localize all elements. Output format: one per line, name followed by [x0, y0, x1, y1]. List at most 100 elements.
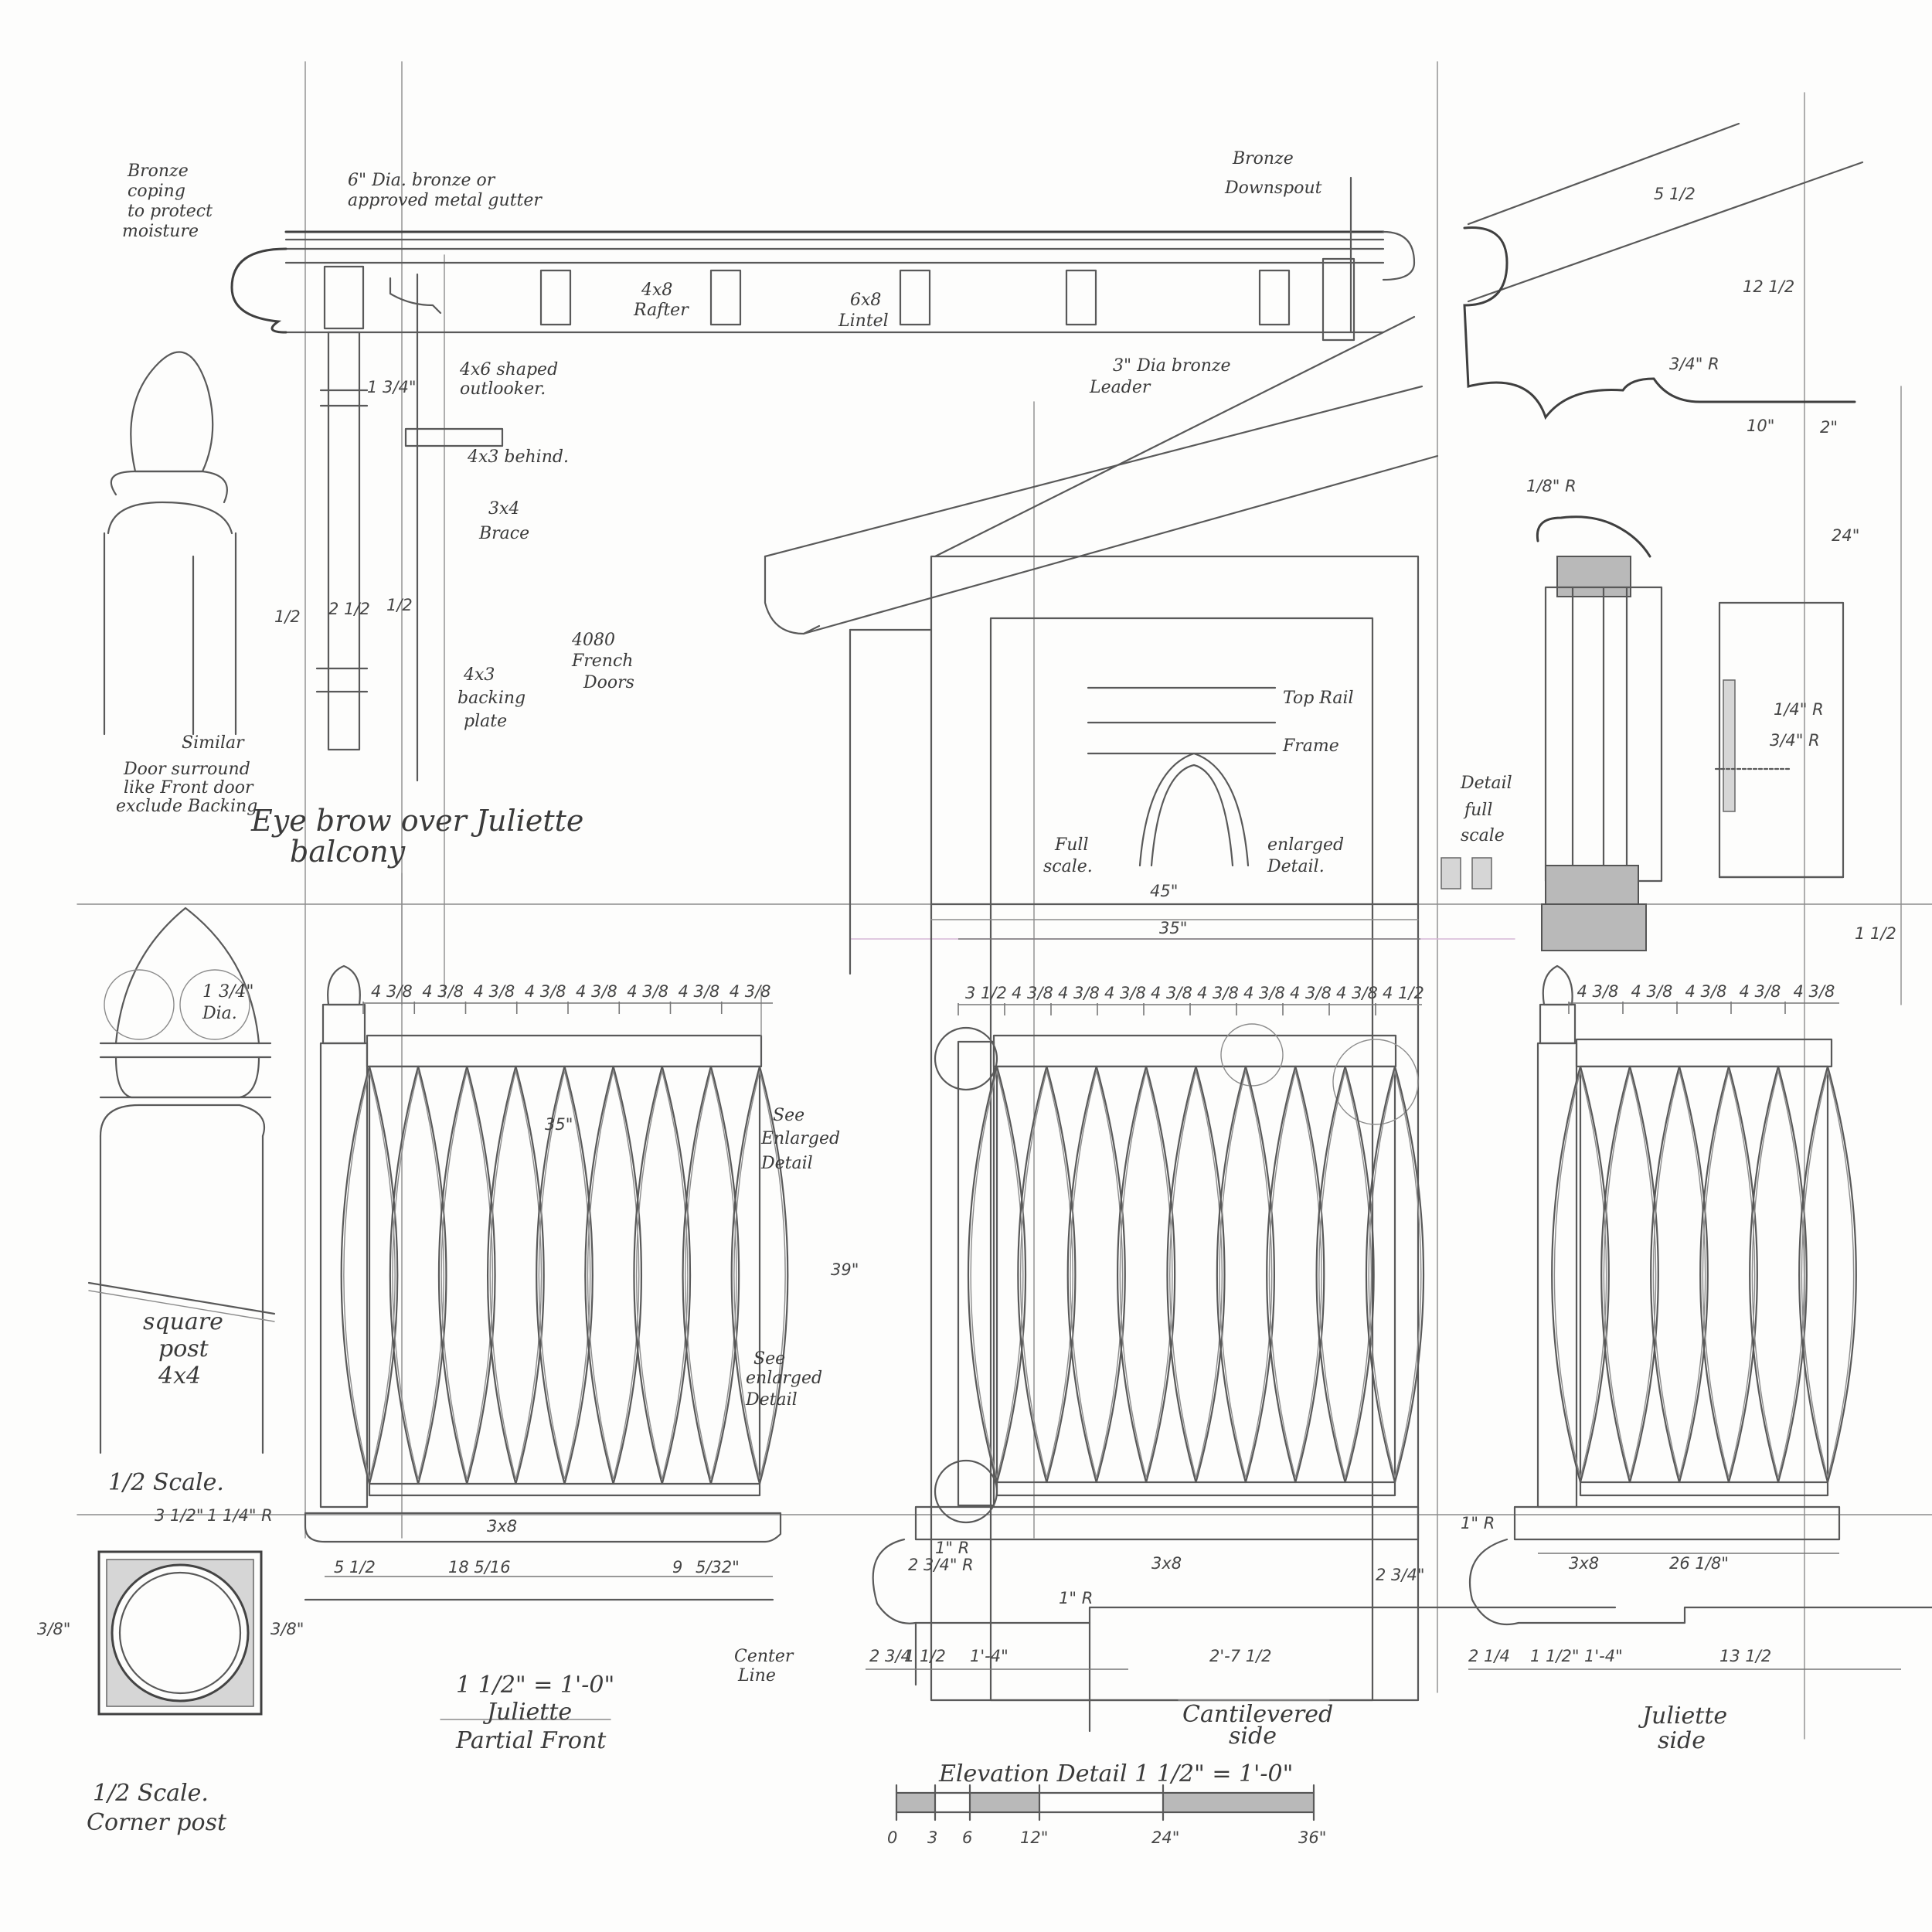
note-bronze-coping-3: to protect — [128, 202, 213, 221]
dim-radius-1: 1" R — [935, 1539, 969, 1557]
dim-bottom-left-2: 18 5/16 — [448, 1558, 511, 1577]
note-backing-1: 4x3 — [463, 665, 495, 685]
railing-oval-inner — [1801, 1070, 1855, 1478]
railing-oval — [1650, 1065, 1709, 1484]
dim-width-35-a: 35" — [545, 1115, 573, 1134]
dim-fr-8: 3/4" R — [1770, 731, 1820, 750]
note-full-scale-2: scale. — [1043, 857, 1093, 876]
finial-post-sketch — [103, 351, 237, 736]
title-juliette-side-2: side — [1658, 1727, 1706, 1754]
dim-rail-mid-7: 4 3/8 — [1290, 984, 1332, 1002]
railing-oval — [389, 1065, 447, 1485]
top-notes: Bronze coping to protect moisture 6" Dia… — [116, 149, 1322, 869]
dim-3x8-a: 3x8 — [487, 1517, 517, 1536]
dim-fr-5: 2" — [1820, 418, 1838, 437]
railing-oval — [1117, 1065, 1176, 1484]
note-bronze-coping-2: coping — [128, 182, 185, 201]
dim-rail-mid-5: 4 3/8 — [1197, 984, 1239, 1002]
note-leader-2: Leader — [1089, 378, 1151, 397]
railing-oval-inner — [1702, 1070, 1756, 1478]
eyebrow-post — [315, 273, 419, 782]
dim-width-35-b: 35" — [1159, 919, 1187, 937]
dim-bottom-right-3: 1'-4" — [1584, 1647, 1623, 1665]
dim-lines — [325, 938, 1901, 1670]
note-square-post-3: 4x4 — [158, 1362, 201, 1389]
dim-height-24: 24" — [1832, 526, 1859, 545]
scale-bar-labels: 0 3 6 12" 24" 36" — [887, 1828, 1326, 1847]
dim-rail-mid-3: 4 3/8 — [1104, 984, 1146, 1002]
construction-lines — [77, 61, 1932, 1740]
note-dia-2: Dia. — [202, 1004, 237, 1023]
dim-bottom-mid-1: 2 3/4 — [869, 1647, 911, 1665]
railing-oval-inner — [343, 1070, 396, 1480]
note-gutter-2: approved metal gutter — [348, 191, 543, 210]
note-french-doors-3: Doors — [583, 673, 634, 692]
railing-ovals-left — [340, 1065, 789, 1485]
railing-oval-inner — [1169, 1070, 1223, 1478]
note-leader-1: 3" Dia bronze — [1113, 356, 1231, 376]
dim-left-post-2: 2 1/2 — [328, 600, 370, 618]
dim-bottom-right-4: 13 1/2 — [1719, 1647, 1771, 1665]
note-square-post-1: square — [143, 1308, 223, 1335]
railing-oval-inner — [635, 1070, 689, 1480]
railing-oval-inner — [392, 1070, 444, 1480]
note-see-enlarged-2c: Detail — [745, 1390, 798, 1410]
eave-section — [230, 176, 1416, 447]
dim-rail-left-0: 4 3/8 — [371, 982, 413, 1001]
railing-oval-inner — [1603, 1070, 1657, 1478]
note-gutter-1: 6" Dia. bronze or — [348, 171, 496, 190]
railing-oval — [486, 1065, 545, 1485]
railing-oval-inner — [1019, 1070, 1073, 1478]
title-partial-front-view: Partial Front — [455, 1727, 607, 1754]
note-detail-full-1: Detail — [1460, 774, 1512, 793]
dim-fr-2: 12 1/2 — [1743, 277, 1794, 296]
railing-oval — [1266, 1065, 1325, 1484]
dim-height-39: 39" — [831, 1260, 859, 1279]
title-cantilevered-2: side — [1229, 1723, 1277, 1750]
dim-3x8-b: 3x8 — [1151, 1554, 1182, 1573]
railing-oval-inner — [538, 1070, 591, 1480]
note-behind: 4x3 behind. — [467, 447, 569, 467]
view-titles: 1 1/2" = 1'-0" Juliette Partial Front Ca… — [455, 1672, 1727, 1787]
dim-bottom-left-3: 9 — [672, 1558, 682, 1577]
dim-rail-mid-4: 4 3/8 — [1151, 984, 1192, 1002]
railing-oval-inner — [685, 1070, 737, 1480]
note-center-line-2: Line — [737, 1666, 776, 1685]
railing-oval-inner — [1070, 1070, 1124, 1478]
railing-oval-inner — [1553, 1070, 1607, 1478]
roof-beams — [764, 122, 1864, 635]
note-similar-4: exclude Backing — [116, 797, 257, 816]
railing-oval — [730, 1065, 789, 1485]
note-half-scale-bottom-2: Corner post — [87, 1809, 227, 1836]
note-outlooker-1: 4x6 shaped — [459, 360, 558, 379]
note-backing-2: backing — [457, 689, 526, 708]
scale-tick-6: 6 — [962, 1828, 972, 1847]
dim-rail-left-5: 4 3/8 — [627, 982, 668, 1001]
dim-fr-1: 5 1/2 — [1654, 185, 1696, 203]
dim-rail-left-7: 4 3/8 — [730, 982, 771, 1001]
dim-corner-post-1: 3 1/2" — [155, 1506, 204, 1525]
corner-post-plan — [97, 1550, 263, 1716]
dim-corner-post-3: 3/8" — [37, 1620, 70, 1638]
railing-oval-inner — [1119, 1070, 1173, 1478]
note-see-enlarged-1a: See — [773, 1106, 804, 1125]
dim-rail-right-3: 4 3/8 — [1740, 982, 1781, 1001]
dim-radius-4: 1" R — [1461, 1514, 1495, 1532]
railing-oval — [437, 1065, 496, 1485]
title-elevation-detail: Elevation Detail 1 1/2" = 1'-0" — [938, 1760, 1293, 1787]
note-similar-1: Similar — [182, 733, 245, 753]
dim-rail-mid-2: 4 3/8 — [1058, 984, 1100, 1002]
railing-oval-inner — [1368, 1070, 1422, 1478]
note-brace-2: Brace — [478, 524, 529, 543]
note-similar-3: like Front door — [124, 778, 254, 798]
note-similar-2: Door surround — [123, 760, 250, 779]
railing-oval-inner — [489, 1070, 543, 1480]
scale-tick-12: 12" — [1020, 1828, 1048, 1847]
note-center-line-1: Center — [734, 1647, 794, 1666]
railing-oval — [1798, 1065, 1857, 1484]
dim-rail-left-6: 4 3/8 — [678, 982, 719, 1001]
title-partial-front-scale: 1 1/2" = 1'-0" — [456, 1672, 614, 1699]
dim-bottom-left-1: 5 1/2 — [334, 1558, 376, 1577]
dim-rail-left-2: 4 3/8 — [473, 982, 515, 1001]
